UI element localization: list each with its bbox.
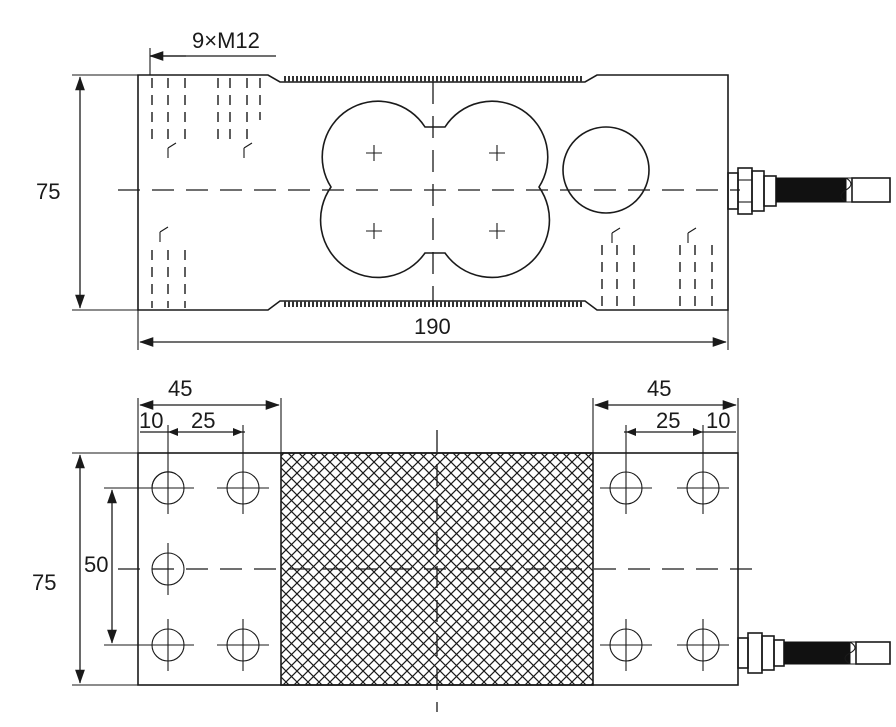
right-outer-dim-label: 45 <box>647 376 671 401</box>
mounting-hole-5 <box>217 619 269 671</box>
left-outer-dim-label: 45 <box>168 376 192 401</box>
bottom-cable <box>783 641 851 665</box>
length-label: 190 <box>414 314 451 339</box>
mounting-hole-2 <box>217 462 269 514</box>
thread-label: 9×M12 <box>192 28 260 53</box>
hidden-thread-holes-right <box>601 245 713 308</box>
mounting-hole-8 <box>600 619 652 671</box>
drill-point-marks-left <box>159 142 253 242</box>
hidden-thread-holes-left <box>151 78 261 308</box>
bottom-cable-end <box>855 641 891 665</box>
round-hole <box>562 126 650 214</box>
cutout-plus-marks <box>366 145 505 239</box>
top-height-label: 75 <box>36 179 60 204</box>
drill-point-marks-right <box>611 227 697 243</box>
top-cable-end <box>851 177 891 203</box>
bottom-cable-connector <box>737 632 785 674</box>
mounting-hole-6 <box>600 462 652 514</box>
left-edge-dim-label: 10 <box>139 408 163 433</box>
right-pitch-dim-label: 25 <box>656 408 680 433</box>
hole-spacing-label: 50 <box>84 552 108 577</box>
left-pitch-dim-label: 25 <box>191 408 215 433</box>
top-cable-break <box>840 177 891 203</box>
top-cable <box>775 177 847 203</box>
mounting-hole-7 <box>677 462 729 514</box>
bottom-height-label: 75 <box>32 570 56 595</box>
strain-cutout <box>319 100 551 279</box>
bottom-cable-break <box>844 641 891 665</box>
mounting-hole-3 <box>151 543 185 595</box>
top-knurl-strip <box>284 76 582 82</box>
right-edge-dim-label: 10 <box>706 408 730 433</box>
top-cable-connector <box>727 167 777 215</box>
bottom-view: 45 10 25 45 25 10 75 50 <box>32 376 891 712</box>
top-view: 9×M12 75 190 <box>36 28 891 350</box>
mounting-hole-9 <box>677 619 729 671</box>
